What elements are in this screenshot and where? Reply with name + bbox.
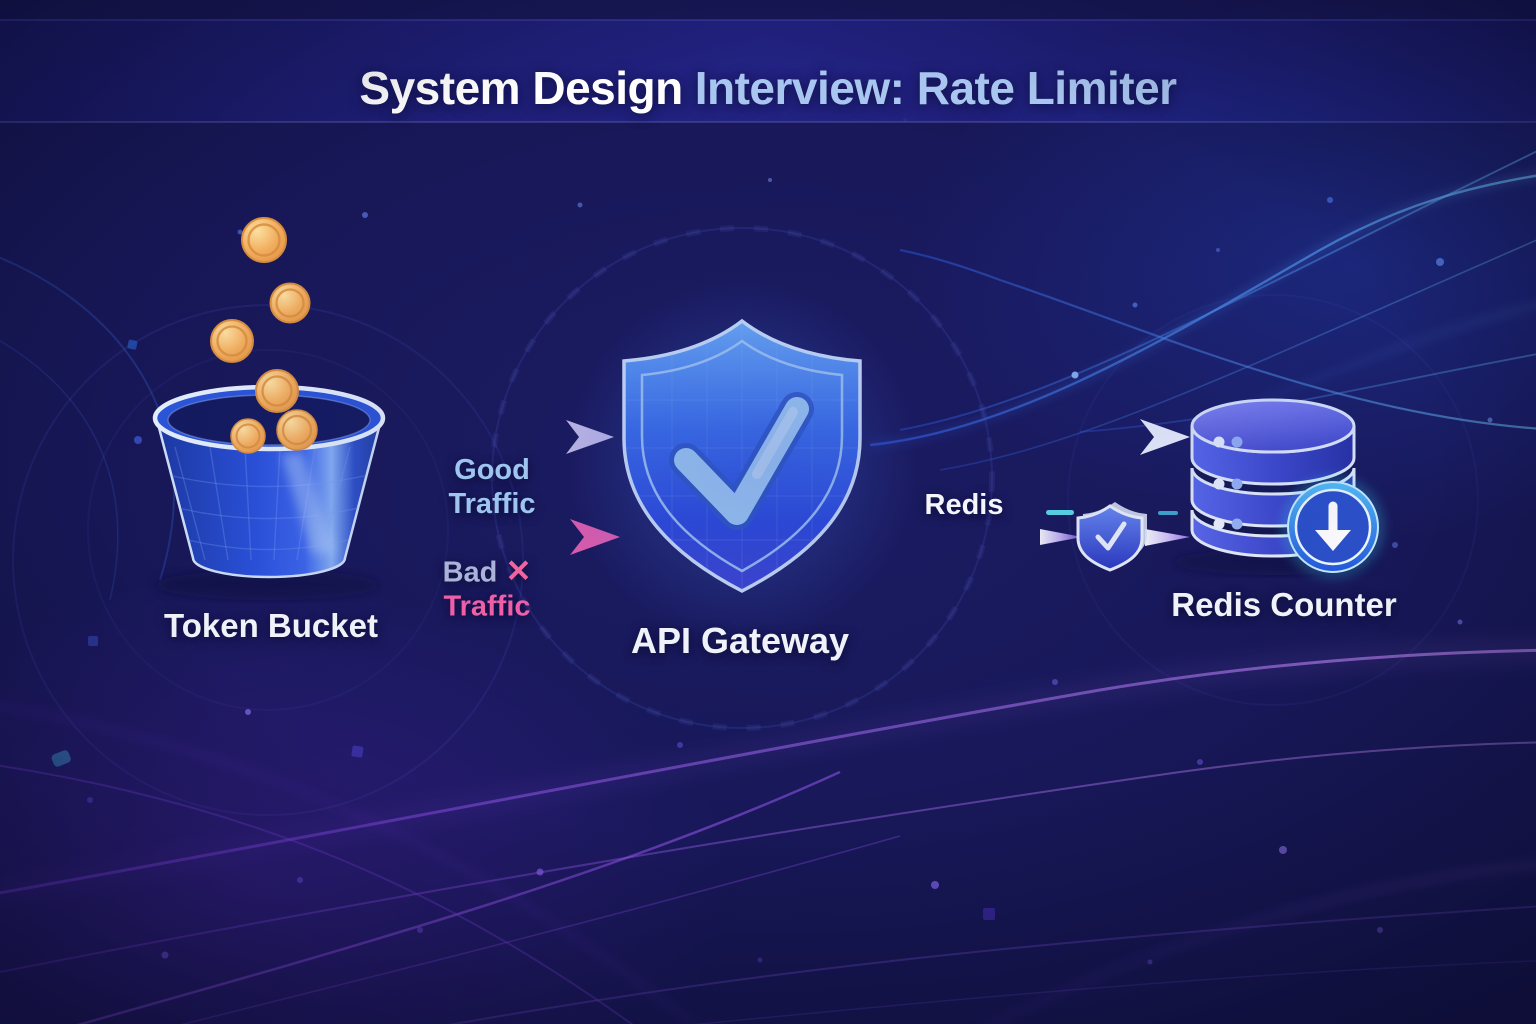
download-badge-icon xyxy=(1281,475,1385,579)
token-bucket-label: Token Bucket xyxy=(164,607,378,644)
coin-icon xyxy=(269,282,311,324)
title-accent: Interview: Rate Limiter xyxy=(694,62,1177,114)
api-gateway-label: API Gateway xyxy=(630,620,850,661)
mini-shield-icon xyxy=(1076,502,1147,572)
coin-icon xyxy=(210,319,254,363)
redis-database-icon xyxy=(1173,398,1385,579)
good-traffic-label: Good Traffic xyxy=(448,454,536,520)
token-bucket-icon xyxy=(152,384,386,600)
falling-coins xyxy=(210,217,311,413)
coin-icon xyxy=(241,217,287,263)
coin-icon xyxy=(255,369,299,413)
x-mark-icon: ✕ xyxy=(505,553,532,589)
bad-traffic-label: Bad ✕ Traffic xyxy=(442,553,532,623)
api-gateway-shield-icon xyxy=(567,277,917,647)
redis-counter-label: Redis Counter xyxy=(1171,586,1397,623)
title-primary: System Design xyxy=(359,62,683,114)
redis-edge-label: Redis xyxy=(924,489,1004,521)
